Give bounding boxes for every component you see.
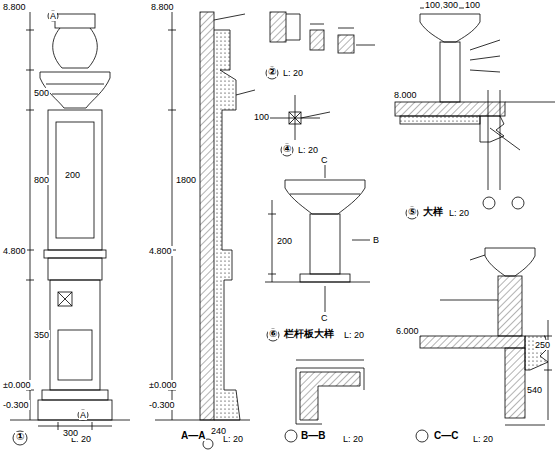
detail-5	[395, 8, 555, 219]
drawing-title: 大样	[422, 207, 444, 217]
section-b-b	[285, 360, 364, 442]
dimension-label: 540	[526, 385, 543, 395]
section-c-c	[416, 248, 552, 442]
dimension-label: -0.300	[2, 400, 30, 410]
dimension-label: ±0.000	[148, 380, 177, 390]
dimension-label: 100	[253, 112, 270, 122]
dimension-label: 500	[33, 88, 50, 98]
dimension-label: C	[320, 155, 329, 165]
dimension-label: 300	[442, 0, 459, 10]
dimension-label: 100	[464, 0, 481, 10]
drawing-title: 栏杆板大样	[283, 329, 335, 339]
dimension-label: -0.300	[148, 400, 176, 410]
dimension-label: 300	[62, 428, 79, 438]
dimension-label: 100	[424, 0, 441, 10]
dimension-label: A	[49, 11, 57, 21]
dimension-label: A	[79, 410, 87, 420]
dimension-label: 8.800	[150, 2, 175, 12]
dimension-label: 350	[33, 330, 50, 340]
detail-4	[270, 95, 330, 156]
drawing-title: ①	[15, 432, 25, 442]
dimension-label: L: 20	[297, 145, 319, 155]
drawing-title: ⑥	[268, 329, 278, 339]
small-details	[266, 12, 375, 79]
dimension-label: 800	[33, 175, 50, 185]
dimension-label: L: 20	[448, 208, 470, 218]
dimension-label: 4.800	[2, 246, 27, 256]
dimension-label: C	[320, 313, 329, 323]
dimension-label: L: 20	[282, 68, 304, 78]
drawing-title: ②	[267, 67, 277, 77]
drawing-title: ④	[282, 144, 292, 154]
dimension-label: 6.000	[395, 326, 420, 336]
dimension-label: B	[372, 235, 380, 245]
drawing-title: B—B	[300, 431, 326, 441]
dimension-label: 8.000	[393, 90, 418, 100]
dimension-label: 4.800	[148, 246, 173, 256]
dimension-label: 8.800	[2, 2, 27, 12]
drawing-title: A—A	[180, 431, 206, 441]
dimension-label: 200	[276, 236, 293, 246]
dimension-label: 240	[210, 426, 227, 436]
drawing-title: ⑤	[407, 207, 417, 217]
dimension-label: L: 20	[342, 434, 364, 444]
dimension-label: L: 20	[472, 434, 494, 444]
dimension-label: 200	[64, 170, 81, 180]
drawing-title: C—C	[433, 431, 459, 441]
dimension-label: 1800	[175, 175, 197, 185]
dimension-label: L: 20	[343, 330, 365, 340]
dimension-label: 250	[534, 340, 551, 350]
balustrade-detail	[265, 165, 370, 341]
dimension-label: ±0.000	[2, 380, 31, 390]
